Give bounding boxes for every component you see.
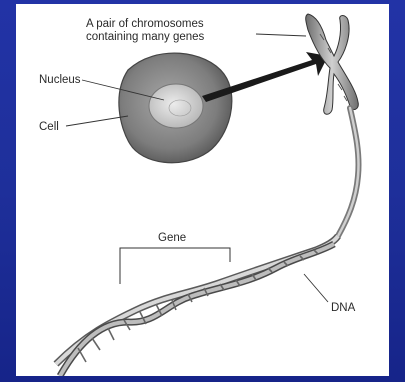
dna-label: DNA [331, 302, 355, 315]
chromosomes-label: A pair of chromosomes containing many ge… [86, 18, 276, 44]
nucleus-shape [149, 84, 203, 128]
dna-pointer [304, 274, 328, 302]
gene-label: Gene [158, 232, 186, 245]
nucleus-label: Nucleus [39, 74, 81, 87]
cell-pointer [66, 116, 128, 126]
dna-helix [56, 236, 338, 376]
chromosomes-label-line1: A pair of chromosomes [86, 18, 276, 31]
diagram-panel: A pair of chromosomes containing many ge… [16, 4, 389, 376]
chromosomes-label-line2: containing many genes [86, 31, 276, 44]
cell-label: Cell [39, 121, 59, 134]
chromosome-dna-illustration [16, 4, 389, 376]
gene-bracket [120, 248, 230, 284]
